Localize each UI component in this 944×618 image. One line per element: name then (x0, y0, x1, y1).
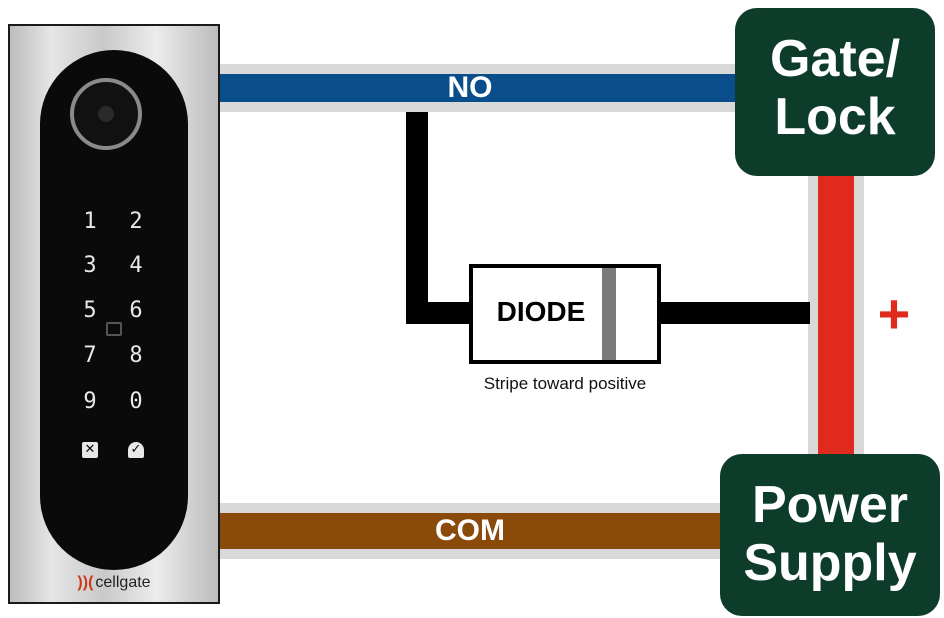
key-7: 7 (83, 343, 97, 368)
key-1: 1 (83, 209, 97, 234)
key-2: 2 (129, 209, 143, 234)
gate-lock-line2: Lock (774, 88, 896, 146)
key-6: 6 (129, 298, 143, 323)
gate-lock-line1: Gate/ (769, 30, 901, 88)
power-supply-line2: Supply (743, 534, 917, 592)
brand-logo: ))(cellgate (8, 574, 220, 592)
key-8: 8 (129, 343, 143, 368)
power-supply-box: Power Supply (720, 454, 940, 616)
diode-lead-vertical (406, 112, 428, 324)
key-9: 9 (83, 389, 97, 414)
com-wire-label: COM (435, 514, 505, 547)
key-0: 0 (129, 389, 143, 414)
confirm-key-icon: ✓ (128, 442, 144, 458)
com-wire: COM (220, 503, 740, 559)
no-wire: NO (220, 64, 750, 112)
diode-stripe (602, 268, 616, 360)
brand-name: cellgate (95, 574, 151, 591)
gate-lock-box: Gate/ Lock (735, 8, 935, 176)
key-3: 3 (83, 253, 97, 278)
cellgate-logo-icon: ))( (77, 574, 94, 591)
camera-icon (70, 78, 142, 150)
diode-caption: Stripe toward positive (483, 374, 647, 393)
key-5: 5 (83, 298, 97, 323)
diode-lead-right (658, 302, 810, 324)
diode-label: DIODE (496, 296, 586, 327)
power-supply-line1: Power (751, 476, 909, 534)
nfc-icon (106, 322, 122, 336)
positive-wire (818, 160, 854, 480)
key-4: 4 (129, 253, 143, 278)
diode-lead-left (406, 302, 472, 324)
positive-symbol: + (877, 282, 911, 345)
no-wire-label: NO (447, 71, 493, 104)
diode-body (469, 264, 661, 364)
cancel-key-icon: ✕ (82, 442, 98, 458)
